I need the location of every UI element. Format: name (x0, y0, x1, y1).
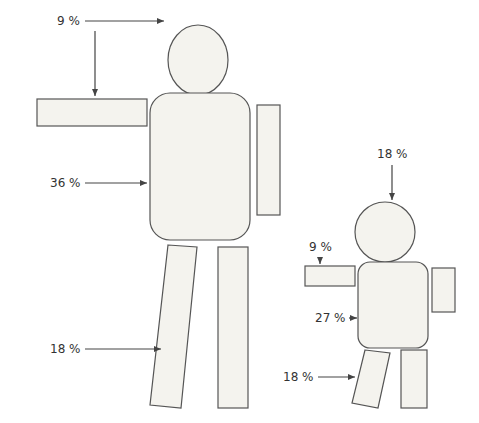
percent-label: 18 % (377, 147, 408, 161)
percent-label: 27 % (315, 311, 346, 325)
adult-left-arm (37, 99, 147, 126)
percent-label: 9 % (57, 14, 80, 28)
child-head (355, 202, 415, 262)
child-left-arm (305, 266, 355, 286)
leader-arrow (319, 257, 320, 264)
adult-left-leg (150, 245, 197, 408)
leader-arrow (94, 31, 95, 96)
leader-arrow (85, 182, 147, 183)
child-right-leg (401, 350, 427, 408)
child-left-leg (352, 350, 390, 408)
leader-arrow (318, 376, 355, 377)
child-right-arm (432, 268, 455, 312)
percent-label: 18 % (50, 342, 81, 356)
percent-label: 9 % (309, 240, 332, 254)
child-trunk (358, 262, 428, 348)
percent-label: 18 % (283, 370, 314, 384)
adult-trunk (150, 93, 250, 240)
leader-arrow (85, 20, 164, 21)
leader-arrow (349, 317, 357, 318)
adult-right-arm (257, 105, 280, 215)
adult-head (168, 25, 228, 95)
adult-right-leg (218, 247, 248, 408)
leader-arrow (85, 348, 161, 349)
leader-arrow (391, 165, 392, 200)
percent-label: 36 % (50, 176, 81, 190)
